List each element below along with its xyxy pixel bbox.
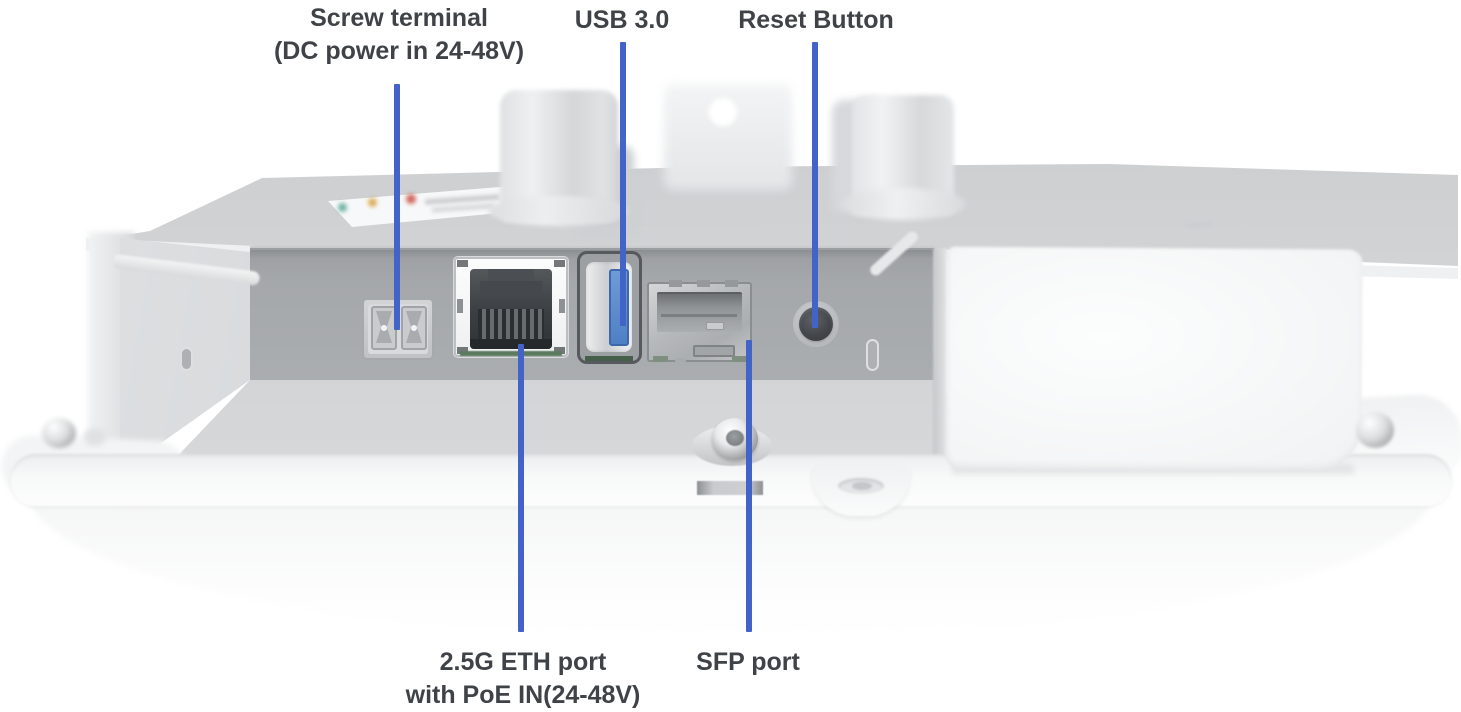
- eth-frame-mark: [554, 347, 565, 354]
- sfp-pcb-tab: [732, 356, 747, 362]
- usb-tongue: [609, 269, 629, 346]
- terminal-screw-dot: [411, 325, 417, 331]
- sticker-logo-dot-teal: [338, 203, 347, 212]
- device-bottom-dome: [26, 488, 1434, 638]
- sticker-logo-dot-red: [406, 194, 416, 204]
- left-screw: [42, 418, 76, 448]
- sfp-pcb-tab: [675, 358, 686, 362]
- sfp-slot-line: [661, 314, 737, 317]
- eth-frame-mark: [559, 299, 565, 313]
- callout-usb-line1: USB 3.0: [574, 6, 670, 34]
- sfp-chip-detail: [706, 322, 724, 330]
- antenna-right-base: [840, 188, 966, 220]
- eth-port: [454, 257, 568, 357]
- eth-frame-mark: [457, 299, 463, 313]
- right-screw: [1356, 412, 1394, 448]
- callout-eth-line2: with PoE IN(24-48V): [405, 681, 641, 709]
- bay-slot-mark: [868, 341, 877, 369]
- callout-screw-terminal-line2: (DC power in 24-48V): [273, 37, 525, 65]
- usb-3-0-port: [577, 251, 642, 364]
- bay-slot-mark: [182, 349, 191, 369]
- left-screw-reflection: [84, 428, 106, 446]
- antenna-left-base: [488, 196, 630, 226]
- screw-terminal-socket: [401, 306, 427, 350]
- eth-jack-clip: [488, 269, 534, 283]
- leader-line-eth: [518, 344, 524, 632]
- terminal-screw-dot: [381, 325, 387, 331]
- eth-frame-mark: [457, 260, 468, 267]
- eth-frame-mark: [554, 260, 565, 267]
- sfp-bottom-lip: [693, 345, 735, 357]
- eth-jack-bottom: [470, 339, 552, 349]
- leader-line-sfp: [746, 340, 752, 632]
- eth-pin-comb: [478, 309, 544, 339]
- sfp-opening: [657, 292, 742, 332]
- leader-line-usb: [620, 42, 626, 326]
- sfp-cage-notch: [725, 280, 738, 287]
- eth-frame-mark: [457, 347, 468, 354]
- sfp-cage-notch: [697, 280, 710, 287]
- sfp-cage-notch: [669, 280, 682, 287]
- callout-screw-terminal-line1: Screw terminal: [310, 4, 488, 32]
- mount-tab-hole-inner: [852, 482, 872, 490]
- sticker-logo-dot-orange: [368, 198, 377, 207]
- callout-eth-line1: 2.5G ETH port: [439, 648, 607, 676]
- sfp-port: [647, 280, 752, 362]
- leader-line-screw-terminal: [394, 84, 400, 330]
- bay-right-wall: [933, 248, 947, 466]
- eth-jack: [470, 269, 552, 349]
- clip-bar: [697, 481, 763, 495]
- callout-usb: USB 3.0: [575, 4, 669, 37]
- bay-top-highlight: [250, 246, 935, 249]
- eth-pcb-edge: [460, 351, 562, 356]
- usb-pcb-edge: [585, 356, 633, 361]
- callout-sfp: SFP port: [696, 646, 800, 679]
- leader-line-reset: [812, 42, 818, 328]
- callout-reset: Reset Button: [738, 4, 894, 37]
- callout-reset-line1: Reset Button: [738, 6, 894, 34]
- callout-screw-terminal: Screw terminal (DC power in 24-48V): [274, 2, 524, 68]
- callout-eth: 2.5G ETH port with PoE IN(24-48V): [406, 646, 641, 712]
- callout-sfp-line1: SFP port: [696, 648, 800, 676]
- center-screw-socket: [726, 430, 744, 446]
- right-compartment: [945, 246, 1363, 472]
- mounting-bracket-hole: [708, 97, 738, 127]
- eth-jack-clip: [480, 281, 542, 294]
- sfp-pcb-tab: [653, 356, 668, 362]
